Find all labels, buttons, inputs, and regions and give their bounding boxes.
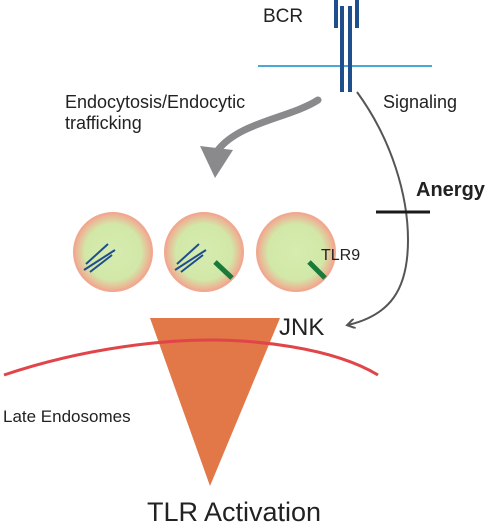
vesicle-2 [164, 212, 244, 292]
signaling-label: Signaling [383, 92, 458, 112]
bcr-label: BCR [263, 6, 304, 27]
tlr9-icon [307, 260, 327, 280]
tlr9-label: TLR9 [321, 247, 361, 264]
endocytosis-arrow [200, 96, 322, 178]
late-endosomes-label: Late Endosomes [3, 407, 131, 426]
late-endosome-membrane [3, 338, 379, 377]
endocytosis-label: Endocytosis/Endocytic trafficking [65, 92, 246, 133]
jnk-label: JNK [279, 314, 325, 341]
tlr9-icon [213, 260, 234, 280]
bcr-in-vesicle-icon [83, 243, 116, 273]
tlr-activation-cone [150, 318, 280, 486]
tlr-activation-label: TLR Activation [147, 497, 322, 527]
bcr-receptor-icon [334, 0, 359, 92]
anergy-label: Anergy [416, 179, 485, 201]
vesicle-1 [73, 212, 153, 292]
signaling-arrow [348, 91, 410, 325]
bcr-in-vesicle-icon [174, 243, 207, 273]
vesicle-3 [256, 212, 336, 292]
